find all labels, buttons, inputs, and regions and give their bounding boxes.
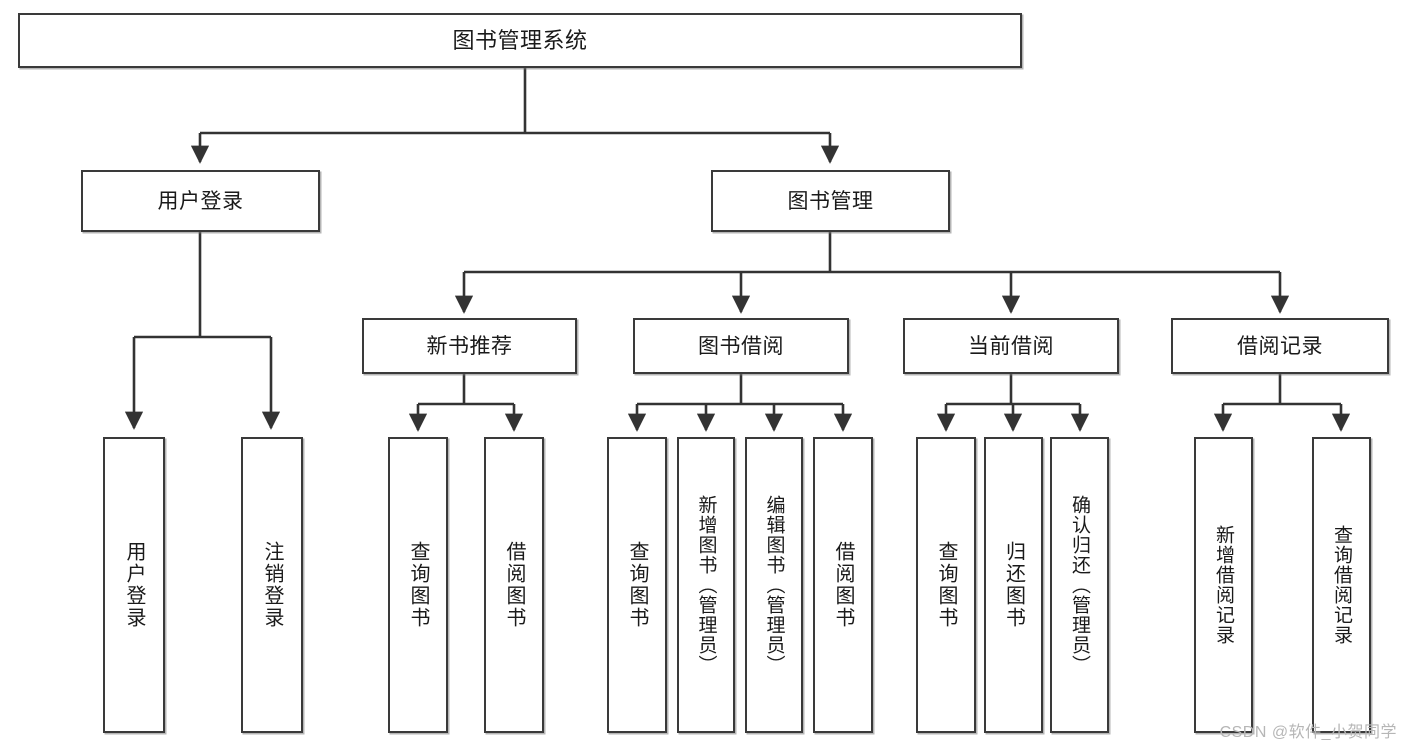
node-leaf-borrow-book-2[interactable]: 借阅图书 xyxy=(813,437,873,733)
node-leaf-query-book-1[interactable]: 查询图书 xyxy=(388,437,448,733)
node-root[interactable]: 图书管理系统 xyxy=(18,13,1022,68)
node-leaf-logout-label: 注销登录 xyxy=(261,541,283,629)
watermark: CSDN @软件_小贺同学 xyxy=(1219,724,1397,741)
node-leaf-logout[interactable]: 注销登录 xyxy=(241,437,303,733)
node-leaf-query-book-1-label: 查询图书 xyxy=(407,541,429,629)
node-root-label: 图书管理系统 xyxy=(452,27,588,53)
node-leaf-return-book[interactable]: 归还图书 xyxy=(984,437,1043,733)
node-leaf-add-record[interactable]: 新增借阅记录 xyxy=(1194,437,1253,733)
node-leaf-edit-book-label: 编辑图书（管理员） xyxy=(763,495,785,675)
node-book-manage-label: 图书管理 xyxy=(787,189,874,213)
node-leaf-query-book-2-label: 查询图书 xyxy=(626,541,648,629)
node-leaf-add-record-label: 新增借阅记录 xyxy=(1213,525,1234,645)
node-leaf-borrow-book-2-label: 借阅图书 xyxy=(832,541,854,629)
node-leaf-query-record[interactable]: 查询借阅记录 xyxy=(1312,437,1371,733)
node-leaf-borrow-book-1-label: 借阅图书 xyxy=(503,541,525,629)
node-leaf-add-book-label: 新增图书（管理员） xyxy=(695,495,717,675)
node-leaf-borrow-book-1[interactable]: 借阅图书 xyxy=(484,437,544,733)
node-leaf-query-book-2[interactable]: 查询图书 xyxy=(607,437,667,733)
node-user-login[interactable]: 用户登录 xyxy=(81,170,320,232)
node-leaf-confirm-return[interactable]: 确认归还（管理员） xyxy=(1050,437,1109,733)
node-leaf-confirm-return-label: 确认归还（管理员） xyxy=(1069,495,1090,675)
node-borrow-record-label: 借阅记录 xyxy=(1237,334,1323,358)
node-book-borrow-label: 图书借阅 xyxy=(698,334,784,358)
node-book-manage[interactable]: 图书管理 xyxy=(711,170,950,232)
node-book-borrow[interactable]: 图书借阅 xyxy=(633,318,849,374)
node-new-book-recommend[interactable]: 新书推荐 xyxy=(362,318,577,374)
node-leaf-query-book-3[interactable]: 查询图书 xyxy=(916,437,976,733)
node-leaf-edit-book[interactable]: 编辑图书（管理员） xyxy=(745,437,803,733)
node-leaf-query-book-3-label: 查询图书 xyxy=(935,541,957,629)
node-leaf-add-book[interactable]: 新增图书（管理员） xyxy=(677,437,735,733)
node-user-login-label: 用户登录 xyxy=(157,189,244,213)
node-current-borrow-label: 当前借阅 xyxy=(968,334,1054,358)
node-leaf-user-login[interactable]: 用户登录 xyxy=(103,437,165,733)
node-borrow-record[interactable]: 借阅记录 xyxy=(1171,318,1389,374)
node-leaf-return-book-label: 归还图书 xyxy=(1002,541,1025,629)
node-current-borrow[interactable]: 当前借阅 xyxy=(903,318,1119,374)
node-leaf-user-login-label: 用户登录 xyxy=(123,541,145,629)
node-new-book-recommend-label: 新书推荐 xyxy=(426,334,513,358)
node-leaf-query-record-label: 查询借阅记录 xyxy=(1331,525,1352,645)
